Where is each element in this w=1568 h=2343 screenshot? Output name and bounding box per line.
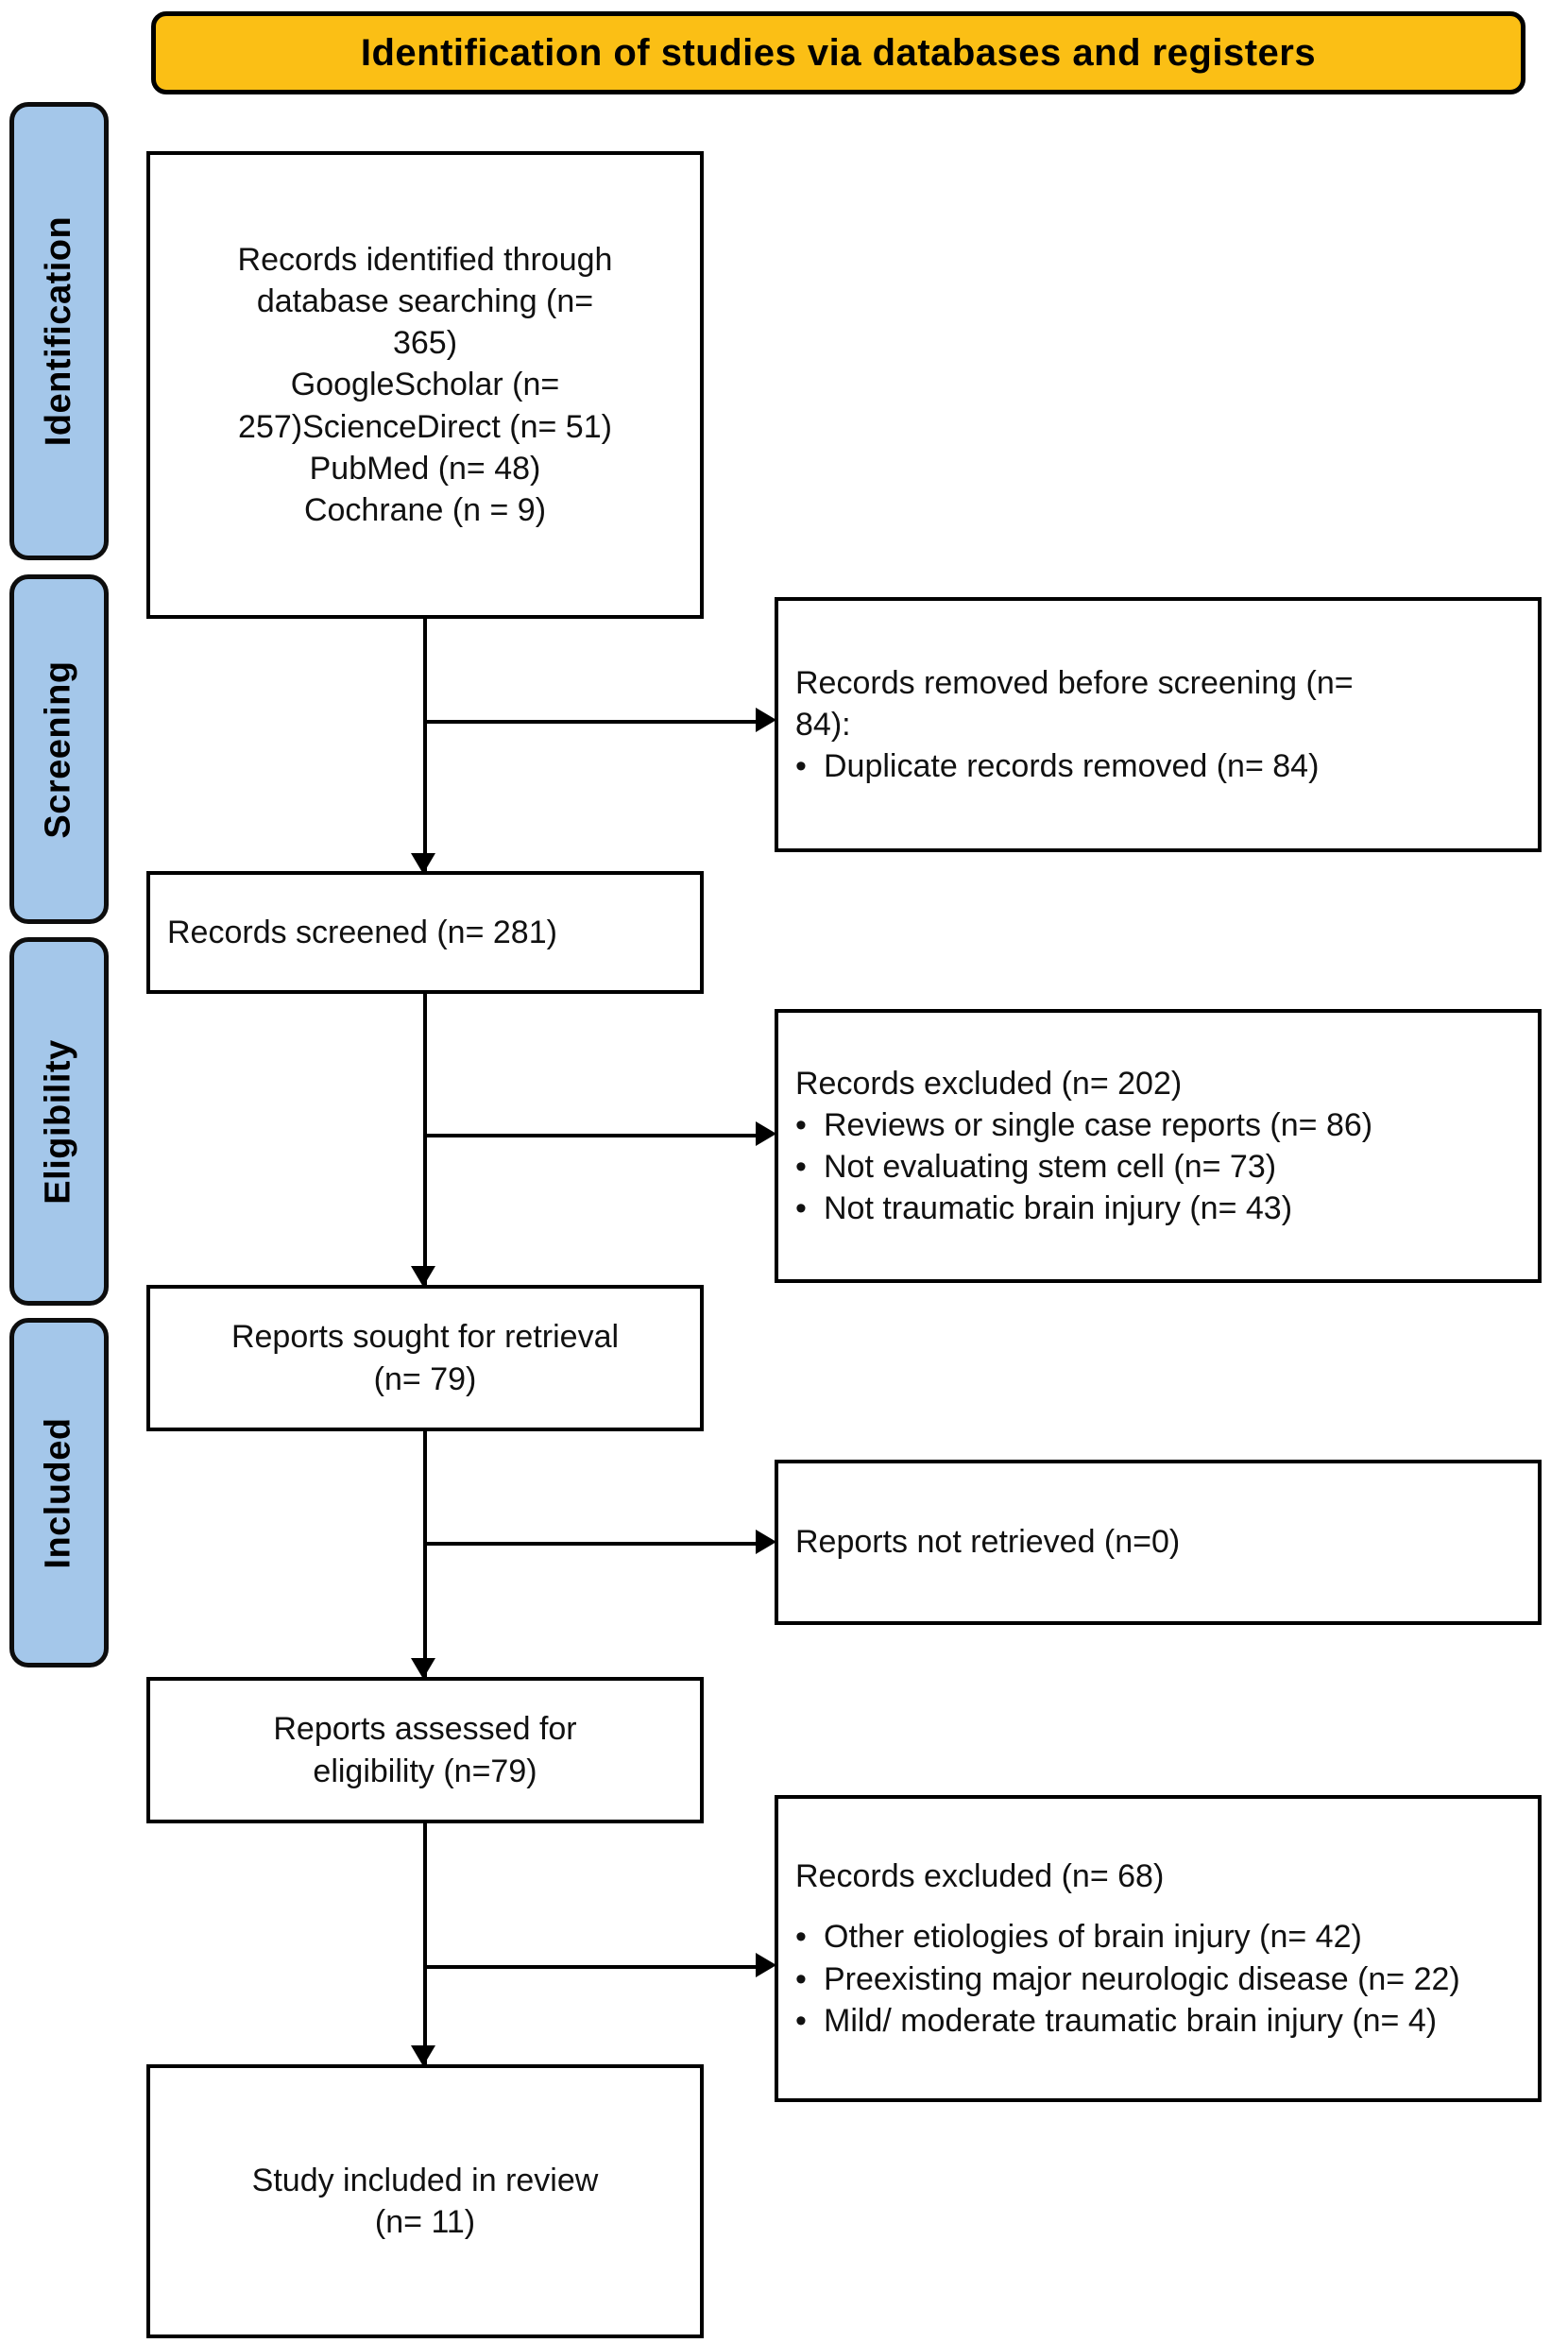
connector-to-records-excluded-screening (423, 1134, 761, 1137)
box-records-identified: Records identified through database sear… (146, 151, 704, 619)
phase-label-screening: Screening (39, 659, 79, 839)
box-text-line: 84): (795, 706, 851, 743)
arrowhead-to-reports-not-retrieved (756, 1530, 776, 1554)
connector-to-records-excluded-eligibility (423, 1965, 761, 1969)
arrowhead-to-reports-assessed (411, 1658, 435, 1679)
arrowhead-to-records-screened (411, 853, 435, 874)
arrowhead-to-removed-before-screening (756, 708, 776, 732)
connector-identified-to-screened (423, 619, 427, 874)
box-text-line: Reports sought for retrieval (230, 1319, 620, 1356)
box-records-removed-before-screening: Records removed before screening (n= 84)… (775, 597, 1542, 852)
phase-label-included: Included (39, 1416, 79, 1569)
arrowhead-to-records-excluded-eligibility (756, 1953, 776, 1977)
box-text-line: Records identified through (237, 241, 613, 278)
connector-screened-to-sought (423, 994, 427, 1287)
box-text-line: PubMed (n= 48) (309, 450, 541, 487)
connector-sought-to-assessed (423, 1431, 427, 1677)
box-records-screened: Records screened (n= 281) (146, 871, 704, 994)
bullet-item: Preexisting major neurologic disease (n=… (795, 1958, 1521, 2000)
box-reports-assessed-for-eligibility: Reports assessed for eligibility (n=79) (146, 1677, 704, 1823)
box-text-line: Study included in review (251, 2162, 599, 2198)
phase-label-eligibility: Eligibility (39, 1038, 78, 1205)
bullet-item: Not evaluating stem cell (n= 73) (795, 1146, 1521, 1188)
diagram-header-banner: Identification of studies via databases … (151, 11, 1525, 94)
phase-label-identification: Identification (39, 215, 79, 447)
box-study-included-in-review: Study included in review (n= 11) (146, 2064, 704, 2338)
box-text-line: eligibility (n=79) (313, 1753, 537, 1789)
box-records-excluded-eligibility: Records excluded (n= 68) Other etiologie… (775, 1795, 1542, 2102)
connector-to-reports-not-retrieved (423, 1542, 761, 1546)
box-text-line: 365) (392, 325, 458, 362)
bullet-item: Duplicate records removed (n= 84) (795, 745, 1521, 787)
box-text-line: Cochrane (n = 9) (303, 491, 547, 528)
arrowhead-to-records-excluded-screening (756, 1121, 776, 1146)
bullet-item: Other etiologies of brain injury (n= 42) (795, 1916, 1521, 1958)
arrowhead-to-reports-sought (411, 1266, 435, 1287)
diagram-title: Identification of studies via databases … (360, 31, 1317, 74)
box-text-line: Records excluded (n= 68) (795, 1858, 1165, 1895)
box-text-line: Records excluded (n= 202) (795, 1065, 1183, 1102)
bullet-list-records-excluded-screening: Reviews or single case reports (n= 86) N… (778, 1104, 1538, 1230)
arrowhead-to-study-included (411, 2045, 435, 2066)
box-text-line: Reports assessed for (273, 1711, 577, 1748)
phase-bar-screening: Screening (9, 574, 109, 924)
phase-bar-included: Included (9, 1318, 109, 1667)
box-text-line: (n= 79) (373, 1360, 477, 1397)
bullet-item: Not traumatic brain injury (n= 43) (795, 1188, 1521, 1229)
bullet-list-records-excluded-eligibility: Other etiologies of brain injury (n= 42)… (778, 1916, 1538, 2042)
box-text-line: Reports not retrieved (n=0) (795, 1524, 1181, 1561)
box-records-excluded-screening: Records excluded (n= 202) Reviews or sin… (775, 1009, 1542, 1283)
box-text-line: GoogleScholar (n= (290, 367, 560, 403)
box-text-line: database searching (n= (256, 283, 594, 320)
connector-to-removed-before-screening (423, 720, 761, 724)
box-text-line: Records removed before screening (n= (795, 664, 1354, 701)
bullet-item: Reviews or single case reports (n= 86) (795, 1104, 1521, 1146)
bullet-list-removed-before-screening: Duplicate records removed (n= 84) (778, 745, 1538, 787)
box-text-line: 257)ScienceDirect (n= 51) (238, 408, 612, 445)
box-reports-not-retrieved: Reports not retrieved (n=0) (775, 1460, 1542, 1625)
phase-bar-eligibility: Eligibility (9, 937, 109, 1306)
phase-bar-identification: Identification (9, 102, 109, 560)
box-text-line: (n= 11) (374, 2204, 476, 2240)
connector-assessed-to-included (423, 1823, 427, 2064)
box-reports-sought-for-retrieval: Reports sought for retrieval (n= 79) (146, 1285, 704, 1431)
bullet-item: Mild/ moderate traumatic brain injury (n… (795, 2000, 1521, 2042)
box-text-line: Records screened (n= 281) (167, 914, 557, 950)
